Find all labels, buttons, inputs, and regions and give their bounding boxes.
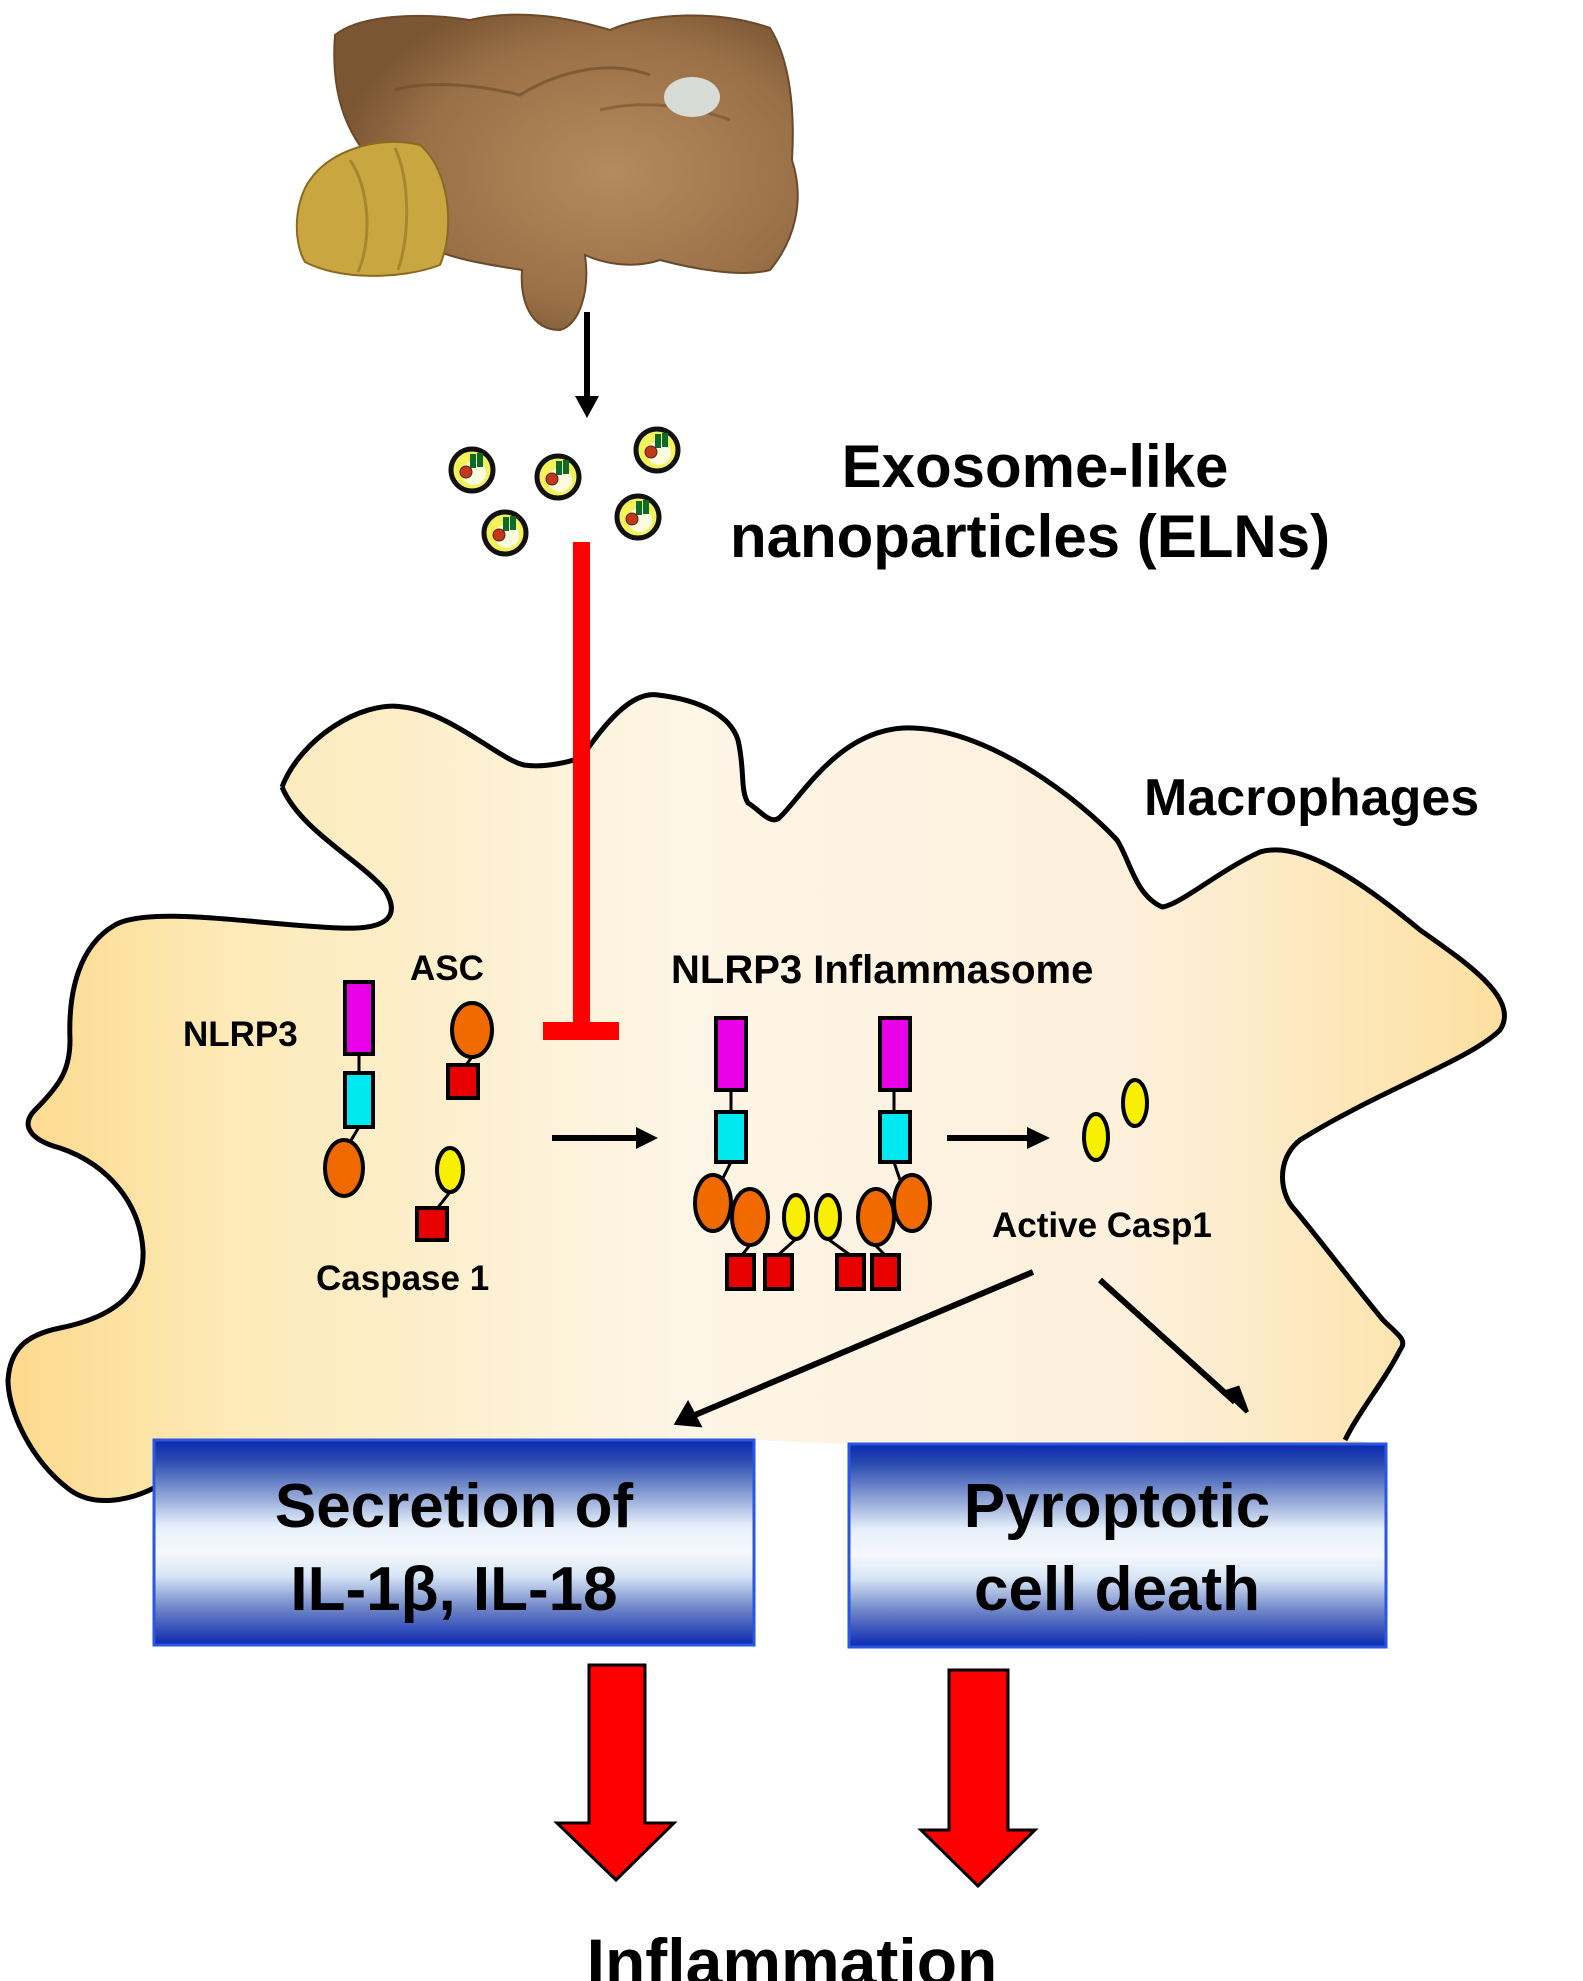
nanoparticle-icon (633, 426, 681, 474)
asc-pyd-domain (450, 1001, 494, 1059)
macrophage-cell (8, 694, 1505, 1647)
nlrp3-protein (323, 980, 375, 1198)
eln-label-line1: Exosome-like (842, 433, 1229, 500)
arrow-head-icon (1222, 1385, 1249, 1414)
inhibition-line (573, 542, 590, 1027)
caspase1-card-domain (415, 1206, 449, 1242)
arrow-head-icon (636, 1127, 658, 1149)
secretion-line1: Secretion of (275, 1472, 634, 1541)
nlrp3-inflammasome (693, 1016, 932, 1291)
asc-card-domain (446, 1063, 480, 1100)
nanoparticle-icon (481, 509, 529, 557)
nlrp3-nacht-domain (343, 1071, 375, 1129)
secretion-line2: IL-1β, IL-18 (290, 1555, 617, 1624)
asc-protein (446, 1001, 494, 1100)
nlrp3-lrr-domain (343, 980, 375, 1056)
caspase1-domain (435, 1146, 465, 1194)
pyroptosis-line2: cell death (974, 1555, 1260, 1624)
outcome-box-secretion: Secretion of IL-1β, IL-18 (152, 1438, 756, 1647)
arrow-head-icon (575, 396, 599, 418)
pyroptosis-line1: Pyroptotic (964, 1472, 1271, 1541)
eln-label-line2: nanoparticles (ELNs) (730, 503, 1330, 570)
nlrp3-pyd-domain (323, 1138, 365, 1198)
red-arrow-secretion-icon (553, 1663, 678, 1883)
outcome-box-pyroptosis: Pyroptotic cell death (847, 1442, 1388, 1649)
arrow-head-icon (673, 1399, 703, 1428)
cell-membrane-left (5, 786, 394, 1504)
ginger-root-image (295, 13, 799, 332)
arrow-head-icon (1027, 1127, 1050, 1149)
caspase1-label: Caspase 1 (316, 1259, 489, 1298)
nanoparticle-group (448, 426, 681, 557)
active-casp1-label: Active Casp1 (992, 1206, 1212, 1245)
caspase1-protein (415, 1146, 465, 1242)
nanoparticle-icon (448, 446, 496, 494)
nlrp3-label: NLRP3 (183, 1015, 298, 1054)
active-caspase1 (1082, 1078, 1149, 1162)
inflammation-label: Inflammation (587, 1925, 998, 1981)
inflammasome-label: NLRP3 Inflammasome (671, 948, 1093, 992)
nanoparticle-icon (614, 493, 662, 541)
red-arrow-pyroptosis-icon (917, 1668, 1039, 1889)
asc-label: ASC (410, 949, 484, 988)
macrophages-label: Macrophages (1144, 769, 1479, 827)
nanoparticle-icon (534, 453, 582, 501)
arrow-to-pyroptosis (1097, 1277, 1238, 1405)
arrow-to-secretion (693, 1269, 1035, 1418)
inhibition-bar (543, 1022, 619, 1040)
